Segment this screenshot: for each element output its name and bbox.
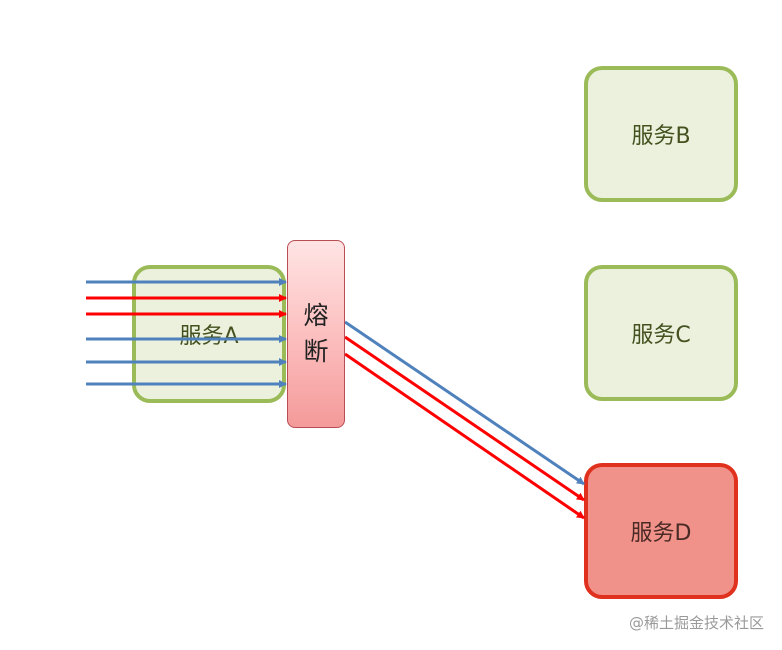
service-a-box: 服务A (132, 265, 286, 403)
service-a-label: 服务A (179, 324, 239, 349)
service-b-box: 服务B (584, 66, 738, 202)
service-c-label: 服务C (631, 323, 691, 348)
watermark: @稀土掘金技术社区 (628, 614, 764, 632)
breaker-char-2: 断 (303, 337, 329, 366)
circuit-breaker: 熔 断 (287, 240, 345, 428)
service-d-box: 服务D (584, 463, 738, 599)
outgoing-arrow-3 (344, 352, 585, 520)
service-c-box: 服务C (584, 265, 738, 401)
outgoing-arrow-2 (344, 335, 585, 502)
service-b-label: 服务B (631, 124, 691, 149)
outgoing-arrow-1 (344, 320, 585, 486)
service-d-label: 服务D (630, 521, 692, 546)
breaker-char-1: 熔 (303, 301, 329, 330)
